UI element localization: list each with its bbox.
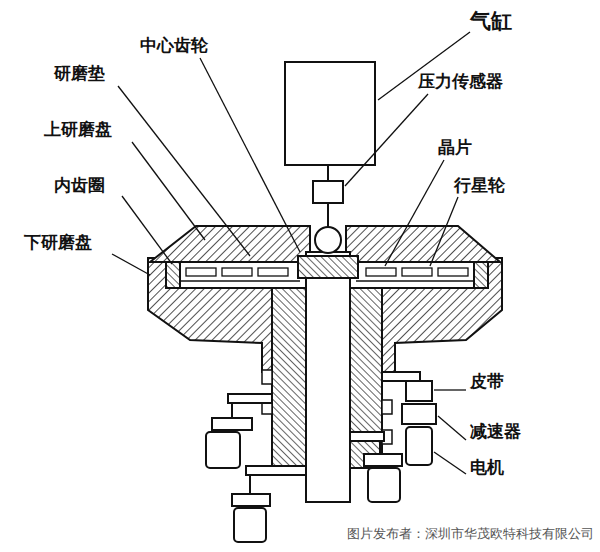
part-label: 气缸 [470, 10, 512, 33]
part-label: 下研磨盘 [24, 233, 92, 252]
watermark: 图片发布者：深圳市华茂欧特科技有限公司 [347, 527, 594, 541]
leader-lines [112, 32, 470, 474]
ring-gear [166, 262, 180, 288]
machine [148, 62, 502, 542]
cylinder [285, 62, 375, 165]
motor [368, 468, 400, 502]
part-label: 上研磨盘 [44, 120, 112, 139]
part-label: 研磨垫 [54, 64, 105, 83]
part-label: 中心齿轮 [140, 36, 208, 55]
center-gear [298, 256, 358, 278]
part-label: 皮带 [470, 372, 504, 391]
part-label: 行星轮 [454, 176, 505, 195]
upper-disk [150, 226, 310, 262]
motor [234, 508, 266, 542]
belt-pulley [406, 381, 432, 401]
ring-gear [474, 262, 488, 288]
motor [406, 427, 432, 465]
upper-disk [346, 226, 500, 262]
part-label: 压力传感器 [418, 72, 503, 91]
part-label: 内齿圈 [54, 176, 105, 195]
motor [206, 432, 240, 468]
reducer [402, 404, 436, 424]
center-shaft [306, 252, 350, 502]
part-label: 晶片 [438, 138, 472, 157]
part-label: 电机 [470, 458, 504, 477]
ball [315, 227, 341, 253]
pressure-sensor [313, 181, 343, 203]
part-label: 减速器 [470, 422, 521, 441]
